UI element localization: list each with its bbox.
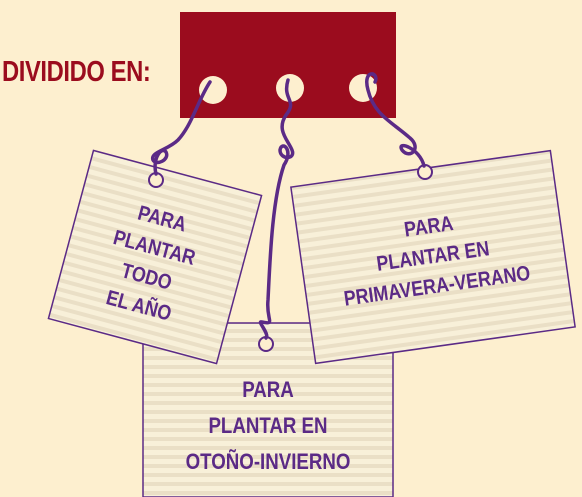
- tag-primavera-verano: PARA PLANTAR EN PRIMAVERA-VERANO: [290, 149, 576, 365]
- hole-right: [349, 74, 377, 102]
- hole-center: [276, 74, 304, 102]
- string-right: [365, 72, 426, 168]
- string-center: [258, 78, 295, 340]
- tag-todo-el-ano: PARA PLANTAR TODO EL AÑO: [47, 149, 263, 365]
- tag-otono-line-3: OTOÑO-INVIERNO: [186, 450, 351, 475]
- hole-left: [199, 76, 227, 104]
- header-label: DIVIDIDO EN:: [2, 56, 151, 88]
- tag-otono-line-2: PLANTAR EN: [208, 415, 327, 439]
- string-left: [151, 80, 212, 176]
- tag-otono-line-1: PARA: [242, 379, 294, 403]
